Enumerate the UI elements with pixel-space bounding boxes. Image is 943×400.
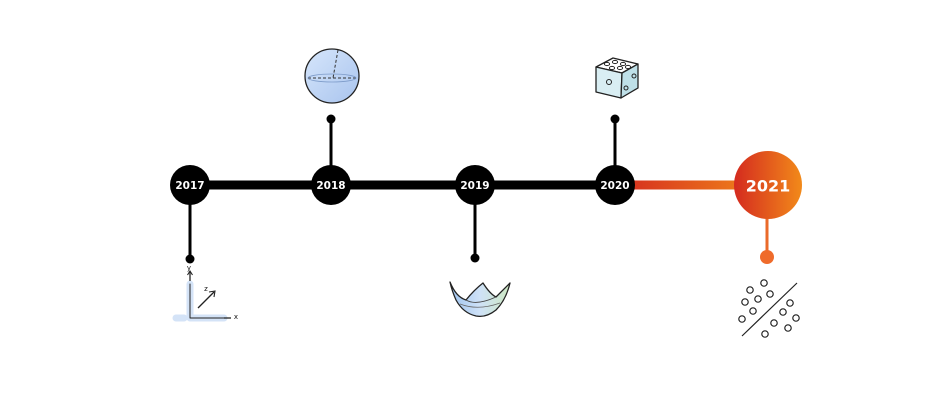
timeline-line-highlight — [615, 180, 770, 190]
axis-label-z: z — [204, 285, 208, 293]
sphere-cross-section-icon — [304, 48, 360, 104]
year-label-2017: 2017 — [175, 180, 204, 192]
year-label-2020: 2020 — [600, 180, 629, 192]
axis-label-y: y — [187, 264, 191, 272]
scatter-classification-icon — [738, 279, 800, 338]
milestone-node-2019: 2019 — [455, 165, 495, 205]
year-label-2018: 2018 — [316, 180, 345, 192]
axis-label-x: x — [234, 313, 238, 321]
year-label-2019: 2019 — [460, 180, 489, 192]
3d-axes-icon: y x z — [172, 264, 238, 322]
dice-icon — [595, 57, 639, 99]
milestone-node-2017: 2017 — [170, 165, 210, 205]
curved-surface-icon — [449, 281, 511, 318]
milestone-node-2018: 2018 — [311, 165, 351, 205]
milestone-node-2020: 2020 — [595, 165, 635, 205]
milestone-node-2021: 2021 — [734, 151, 802, 219]
year-label-2021: 2021 — [746, 177, 791, 196]
